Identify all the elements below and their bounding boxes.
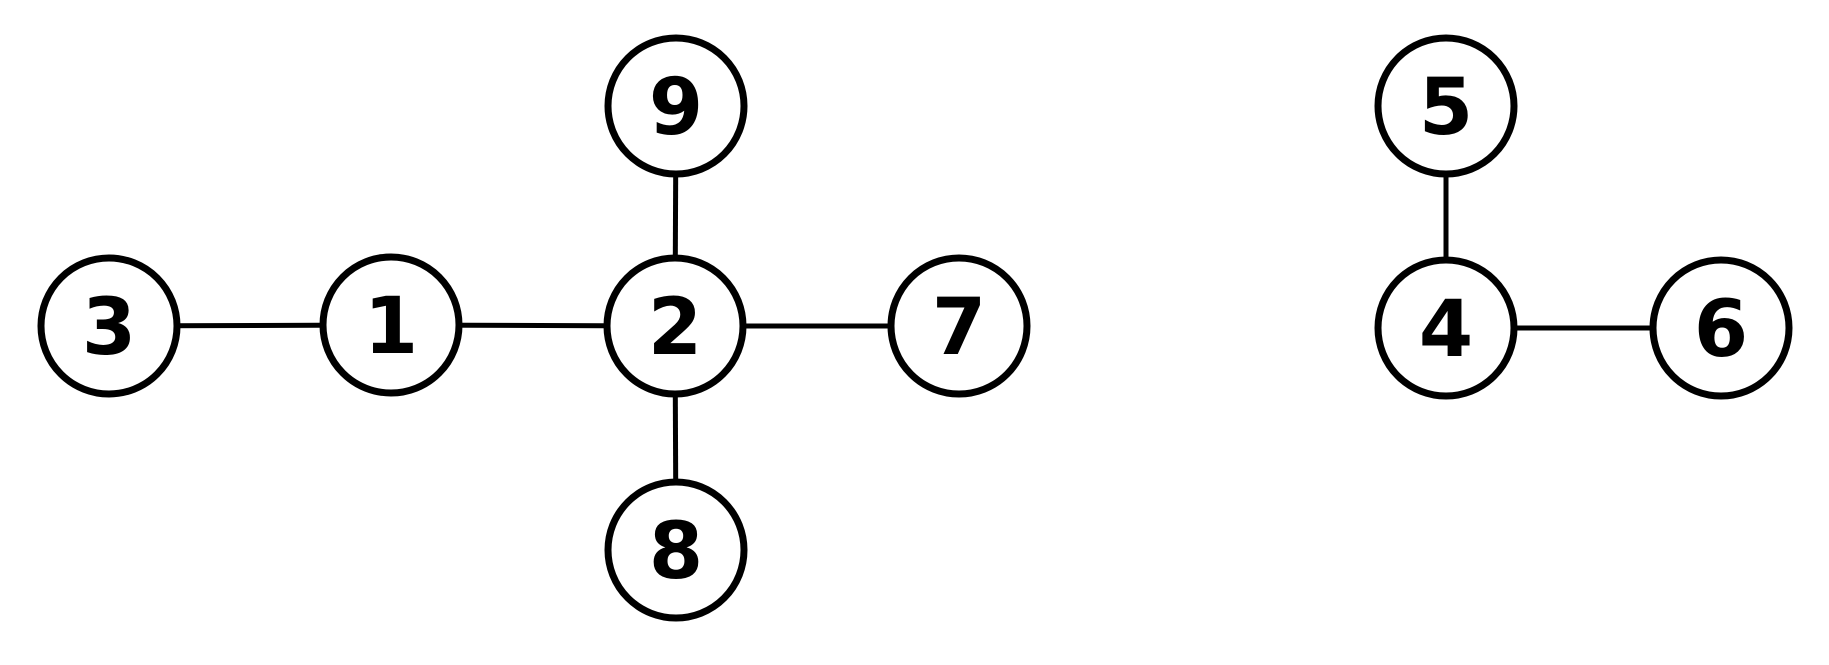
node-circle-6 [1649,256,1793,400]
node-label-8: 8 [649,507,703,597]
node-label-6: 6 [1694,285,1748,375]
node-circle-5 [1374,34,1518,178]
node-label-2: 2 [648,283,702,373]
node-label-1: 1 [364,282,418,372]
graph-node-6: 6 [1649,256,1793,400]
graph-node-5: 5 [1374,34,1518,178]
graph-node-3: 3 [37,254,181,398]
node-circle-3 [37,254,181,398]
node-circle-8 [604,478,748,622]
node-circle-1 [319,253,463,397]
node-label-3: 3 [82,283,136,373]
graph-node-1: 1 [319,253,463,397]
node-label-7: 7 [932,283,986,373]
node-label-4: 4 [1419,285,1473,375]
node-circle-7 [887,254,1031,398]
node-circle-4 [1374,256,1518,400]
node-label-9: 9 [649,63,703,153]
graph-node-4: 4 [1374,256,1518,400]
node-circle-2 [603,254,747,398]
graph-node-9: 9 [604,34,748,178]
graph-node-2: 2 [603,254,747,398]
graph-node-8: 8 [604,478,748,622]
node-label-5: 5 [1419,63,1473,153]
graph-node-7: 7 [887,254,1031,398]
node-circle-9 [604,34,748,178]
